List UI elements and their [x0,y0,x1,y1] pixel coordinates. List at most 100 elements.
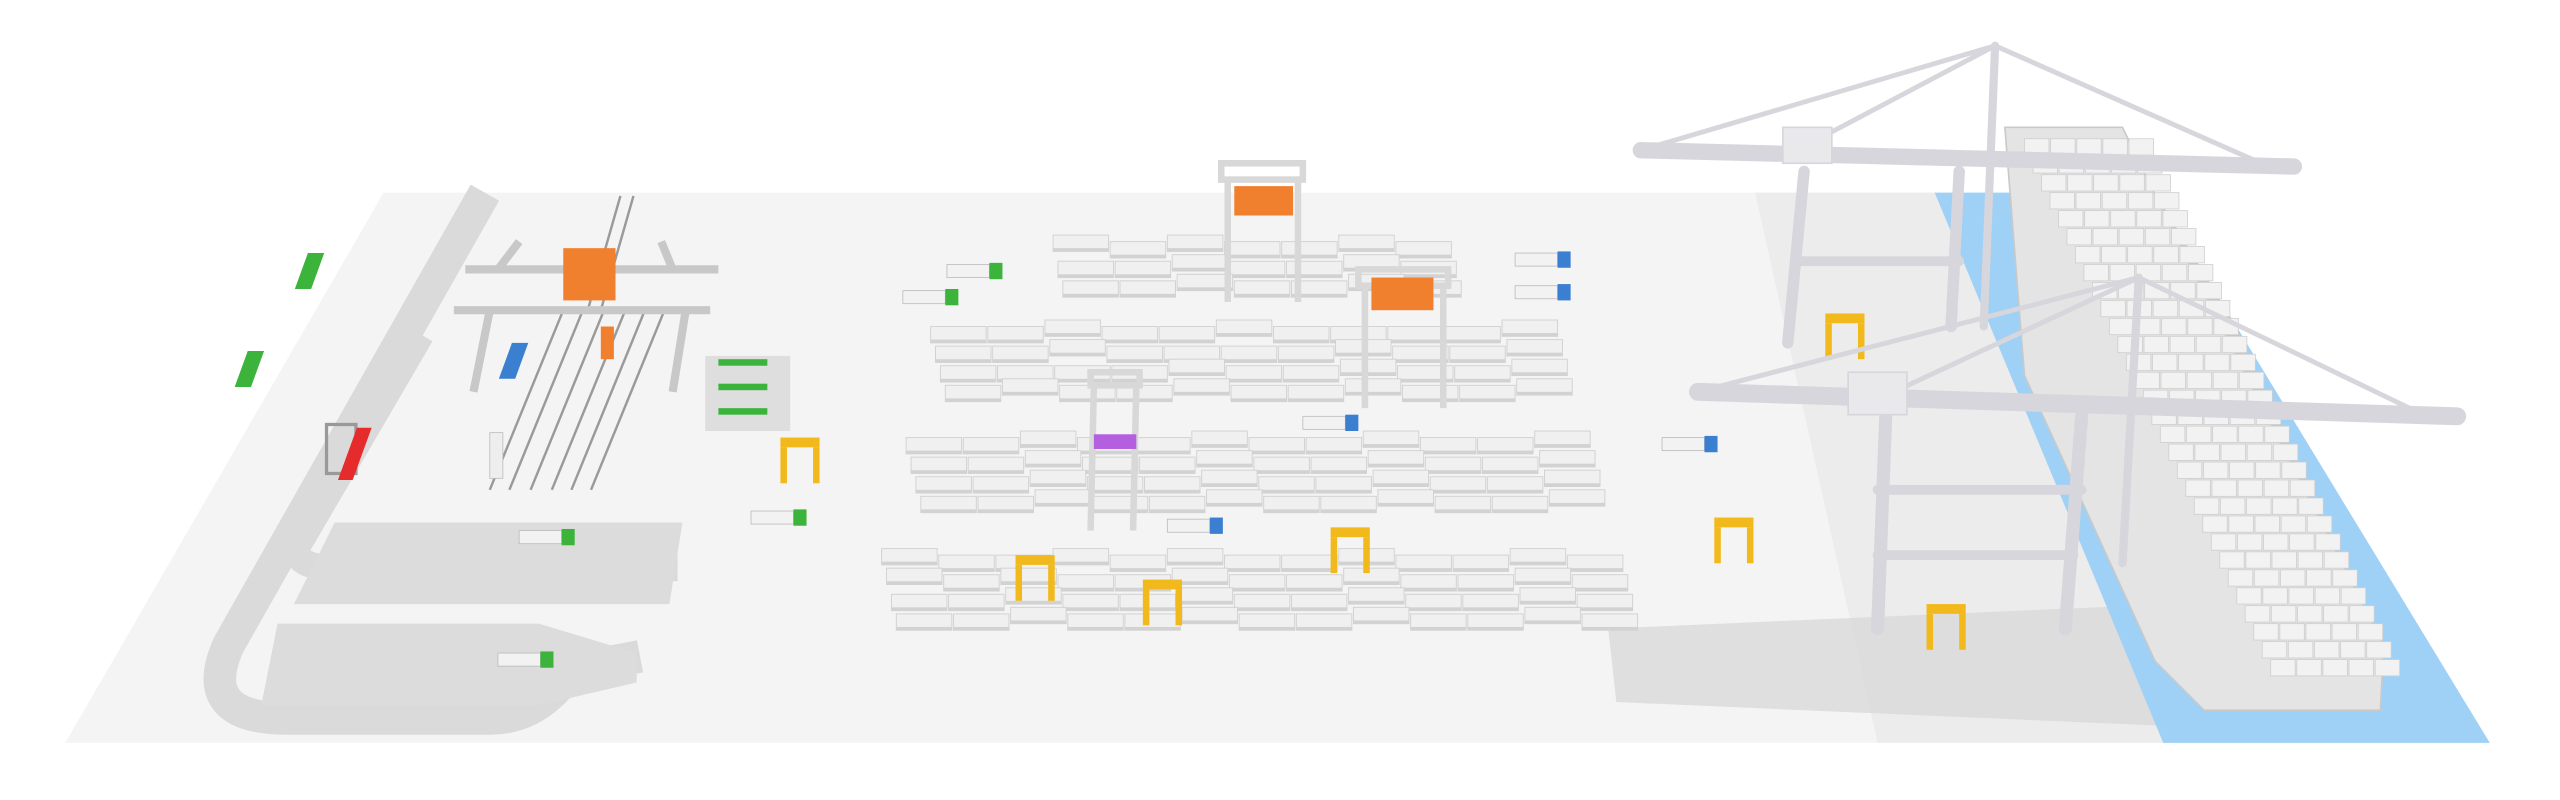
container-side [1053,248,1109,252]
container [1395,241,1452,259]
ship-container [2186,425,2212,443]
ship-container [2263,479,2290,497]
container-side [1444,339,1501,343]
straddle-carrier-0 [780,437,820,484]
ship-container [2220,497,2246,515]
ship-container [2287,641,2314,659]
container-side [915,489,972,494]
container-side [1253,470,1310,474]
container-side [1229,274,1285,278]
container-side [1110,254,1166,258]
ship-container [2076,138,2102,156]
straddle-carrier-leg [780,447,787,484]
ship-container [2195,335,2222,354]
container-side [1159,339,1215,343]
container-side [1281,568,1338,572]
container-side [1167,248,1223,252]
container-side [1449,359,1506,363]
gate-area-out [261,623,637,706]
truck-9-cab [1704,435,1718,453]
container-side [1377,502,1434,507]
container-side [1453,568,1509,572]
container-side [1062,607,1119,611]
ship-container [2264,425,2290,443]
ship-container [2110,210,2136,228]
ship-container [2066,228,2092,246]
container-side [1387,339,1444,343]
ship-container [2178,353,2204,372]
ship-container [2204,353,2230,372]
truck-4-trailer [946,264,990,278]
truck-5-trailer [1302,415,1346,430]
ship-container [2083,264,2109,282]
container-side [1582,626,1638,631]
truck-4-cab [989,262,1003,280]
container-side [977,509,1034,513]
ship-container [2168,443,2194,461]
container-side [968,470,1024,474]
ship-container [2152,300,2179,318]
truck-1-cab [540,651,554,668]
ship-container [2288,587,2314,605]
straddle-carrier-5 [1825,313,1865,360]
truck-7-cab [1557,251,1571,268]
ship-container [2154,192,2180,210]
ship-container [2169,335,2196,354]
straddle-carrier-leg [1048,564,1055,601]
container-side [1286,274,1343,278]
ship-container [2270,605,2297,623]
container-side [1291,293,1347,298]
ship-container [2058,210,2084,228]
road-truck-2 [498,342,529,379]
container-side [1577,607,1633,611]
ship-container [2075,246,2101,264]
container-side [1340,372,1396,376]
container-side [1520,600,1576,605]
container-side [1149,509,1205,513]
container-side [1177,600,1233,605]
container-side [1010,620,1067,624]
container-side [1502,333,1558,337]
ship-container [2159,425,2186,443]
truck-9-trailer [1661,437,1705,452]
container-side [1539,463,1596,467]
ship-container [2348,659,2374,677]
ship-container [2221,335,2248,354]
ship-container [2296,659,2322,677]
container-side [1229,587,1285,592]
empty-chassis-green [718,408,768,415]
vehicles [234,225,2141,668]
container-side [911,470,967,474]
container-side [1167,561,1223,565]
ship-container [2202,515,2228,533]
container-side [1477,450,1534,454]
container-side [1196,463,1253,467]
sts-crane-1 [1632,41,2303,349]
container-side [1030,483,1086,487]
container-side [1054,378,1111,383]
container-side [1226,378,1282,383]
truck-3-trailer [902,290,946,305]
ship-container [2279,623,2305,641]
straddle-carrier-6 [1926,604,1966,650]
container-side [1363,444,1419,448]
container-side [1462,607,1519,611]
container-side [1430,489,1486,494]
ship-container [2101,192,2128,210]
straddle-carrier-leg [1142,589,1150,626]
ship-container [2119,174,2145,192]
container-side [1191,444,1248,448]
container-side [1025,463,1081,467]
rmg-cabin-orange-2 [1371,277,1434,311]
container-side [1224,568,1280,572]
truck-8-trailer [1514,285,1558,300]
container-side [1506,352,1563,356]
container-side [1263,509,1320,513]
container-side [1515,581,1571,585]
ship-container [2228,515,2254,533]
container-side [1172,267,1228,272]
truck-6-trailer [1166,518,1211,533]
container-side [1035,502,1091,507]
straddle-carrier-frame [780,437,820,448]
